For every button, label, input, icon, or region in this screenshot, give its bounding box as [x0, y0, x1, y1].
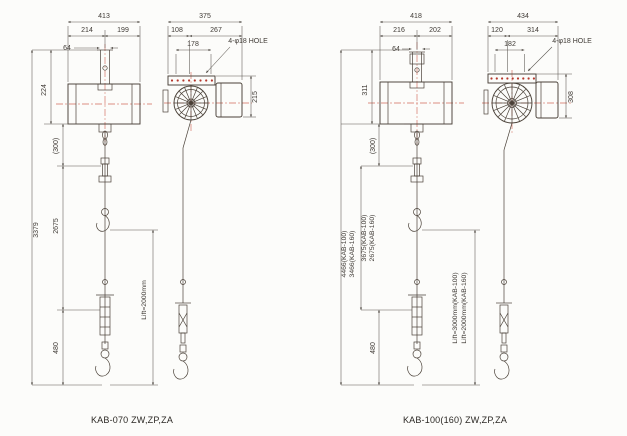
- dim-bottom-height: 480: [370, 342, 377, 354]
- mounting-holes: [490, 77, 536, 80]
- dim-side-w1: 120: [491, 27, 503, 34]
- dim-front-width-right: 199: [117, 27, 129, 34]
- dim-side-w1: 108: [171, 27, 183, 34]
- dim-front-total-width: 413: [98, 13, 110, 20]
- motor-housing: [535, 81, 559, 119]
- figure2-caption: KAB-100(160) ZW,ZP,ZA: [403, 415, 507, 425]
- dim-headroom: 224: [41, 84, 48, 96]
- chain-link: [414, 279, 420, 285]
- dim-side-total-width: 434: [517, 13, 529, 20]
- chain-wheel: [491, 82, 533, 124]
- fig1-dimensions: 413 214 199 64 224 (300) 2675 3379 480: [30, 13, 268, 386]
- bottom-hook: [95, 341, 111, 377]
- fig1-front-view: [67, 49, 141, 377]
- bottom-hook: [407, 341, 423, 377]
- mid-hook: [96, 208, 110, 232]
- dim-mid-height: 2675: [53, 218, 60, 234]
- dim-side-w2: 314: [527, 27, 539, 34]
- dim-side-total-width: 375: [199, 13, 211, 20]
- dim-headroom: 311: [362, 84, 369, 95]
- suspension-pin: [414, 67, 420, 73]
- dim-front-width-right: 202: [429, 27, 441, 34]
- dim-lift-kab100: Lift=3000mm(KAB-100): [452, 272, 459, 343]
- dim-suspension-width: 64: [63, 45, 71, 52]
- dim-300: (300): [370, 138, 377, 154]
- dim-300: (300): [53, 138, 60, 154]
- dim-mid-height-kab160: 2675(KAB-160): [369, 215, 376, 262]
- dim-front-total-width: 418: [410, 13, 422, 20]
- dim-front-width-left: 216: [393, 27, 405, 34]
- dim-side-w2: 267: [210, 27, 222, 34]
- fig1-side-view: [162, 75, 243, 380]
- fig2-dimensions: 418 216 202 64 311 (300) 3675(KAB-100) 2…: [339, 13, 592, 386]
- chain-link: [501, 279, 507, 285]
- motor-housing: [215, 82, 243, 118]
- dim-side-w3: 178: [187, 41, 199, 48]
- dim-total-height: 3379: [33, 222, 40, 238]
- figure-kab-100-160: 418 216 202 64 311 (300) 3675(KAB-100) 2…: [339, 13, 592, 425]
- chain-link: [180, 279, 186, 285]
- dim-suspension-width: 64: [392, 46, 400, 53]
- dim-lift-kab160: Lift=2000mm(KAB-160): [461, 272, 468, 343]
- mounting-holes: [170, 79, 213, 82]
- dim-side-height: 215: [252, 91, 259, 103]
- chain-link: [102, 279, 108, 285]
- figure-kab-070: 413 214 199 64 224 (300) 2675 3379 480: [30, 13, 268, 425]
- dim-side-w3: 182: [504, 41, 516, 48]
- dim-total-height-kab160: 3466(KAB-160): [349, 231, 356, 278]
- dim-lift: Lift=2000mm: [141, 280, 148, 320]
- hole-callout: 4-φ18 HOLE: [552, 38, 592, 45]
- fig2-side-view: [483, 73, 559, 380]
- bottom-hook: [494, 344, 510, 380]
- hole-callout: 4-φ18 HOLE: [228, 38, 268, 45]
- figure1-caption: KAB-070 ZW,ZP,ZA: [91, 415, 173, 425]
- side-chain: [503, 122, 513, 151]
- rope-grip: [174, 302, 192, 344]
- dim-side-height: 308: [568, 91, 575, 103]
- side-chain: [182, 119, 192, 149]
- mounting-plate: [167, 75, 216, 86]
- fig1-centerlines: [56, 44, 252, 146]
- mid-hook: [408, 208, 422, 232]
- rope-grip: [495, 302, 513, 344]
- bottom-hook: [173, 344, 189, 380]
- fig2-front-view: [379, 51, 453, 377]
- dim-total-height-kab100: 4466(KAB-100): [341, 231, 348, 278]
- dim-bottom-height: 480: [53, 342, 60, 354]
- suspension-pin: [102, 65, 108, 71]
- dim-mid-height-kab100: 3675(KAB-100): [361, 215, 368, 262]
- chain-wheel: [173, 85, 209, 121]
- dim-front-width-left: 214: [81, 27, 93, 34]
